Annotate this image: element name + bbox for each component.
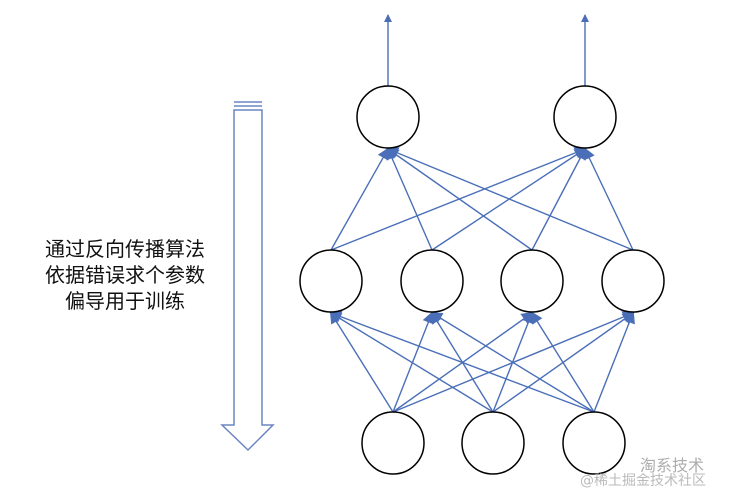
output-node [356, 85, 420, 149]
edge-input-hidden [430, 311, 595, 413]
edge-hidden-output [531, 147, 586, 251]
input-node [562, 411, 626, 475]
caption-line-2: 依据错误求个参数 [45, 263, 205, 287]
backprop-caption: 通过反向传播算法 依据错误求个参数 偏导用于训练 [20, 236, 230, 314]
caption-line-3: 偏导用于训练 [65, 289, 185, 313]
watermark-site: @稀土掘金技术社区 [580, 473, 706, 489]
edges [329, 14, 635, 413]
edge-hidden-output [330, 147, 389, 251]
edge-hidden-output [583, 147, 634, 251]
input-node [461, 411, 525, 475]
watermark-brand: 淘系技术 [640, 456, 705, 475]
edge-hidden-output [431, 147, 587, 251]
caption-line-1: 通过反向传播算法 [45, 237, 205, 261]
input-node [361, 411, 425, 475]
nodes [299, 85, 665, 475]
output-node [553, 85, 617, 149]
edge-hidden-output [386, 147, 533, 251]
edge-input-hidden [329, 311, 494, 413]
edge-input-hidden [530, 311, 595, 413]
hidden-node [299, 249, 363, 313]
hidden-node [601, 249, 665, 313]
backprop-arrow [220, 101, 275, 452]
hidden-node [400, 249, 464, 313]
edge-input-hidden [593, 311, 635, 413]
edge-input-hidden [329, 311, 394, 413]
edge-hidden-output [386, 147, 433, 251]
edge-hidden-output [386, 147, 634, 251]
edge-hidden-output [330, 147, 587, 251]
hidden-node [500, 249, 564, 313]
edge-input-hidden [329, 310, 595, 413]
